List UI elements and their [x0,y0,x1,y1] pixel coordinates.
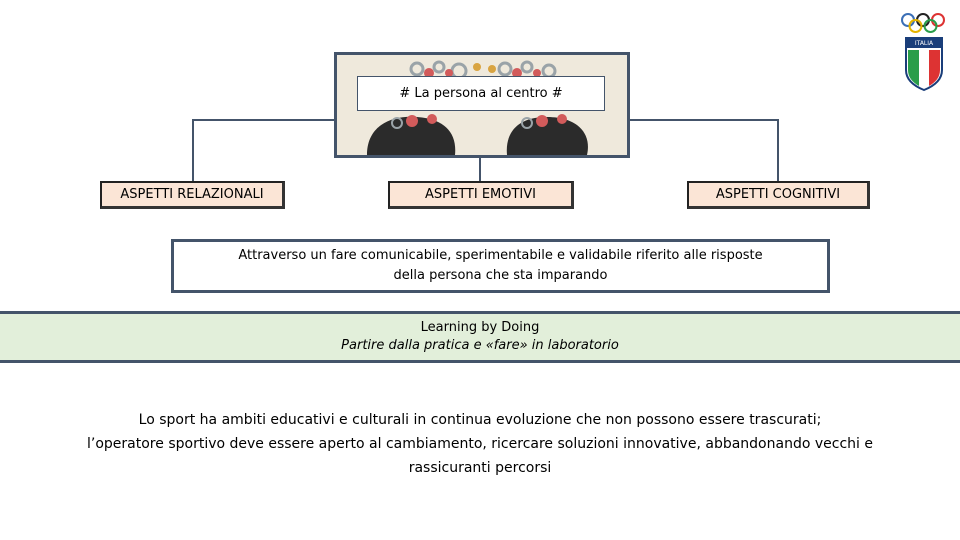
bottom-paragraph: Lo sport ha ambiti educativi e culturali… [40,408,920,480]
connector-center-vertical [479,155,481,181]
hero-title: # La persona al centro # [357,76,605,111]
connector-right-horizontal [627,119,779,121]
learning-by-doing-band: Learning by Doing Partire dalla pratica … [0,311,960,363]
band-title: Learning by Doing [421,319,540,337]
aspetti-emotivi-box: ASPETTI EMOTIVI [388,181,574,209]
attraverso-line-1: Attraverso un fare comunicabile, sperime… [238,246,762,266]
attraverso-line-2: della persona che sta imparando [238,266,762,286]
connector-left-vertical [192,119,194,181]
bottom-line-2: l’operatore sportivo deve essere aperto … [40,432,920,456]
connector-left-horizontal [192,119,334,121]
olympic-rings-icon [896,8,952,92]
coni-italia-logo: ITALIA [896,8,952,92]
logo-label: ITALIA [907,39,941,48]
aspetti-cognitivi-box: ASPETTI COGNITIVI [687,181,870,209]
aspetti-relazionali-box: ASPETTI RELAZIONALI [100,181,285,209]
bottom-line-3: rassicuranti percorsi [40,456,920,480]
bottom-line-1: Lo sport ha ambiti educativi e culturali… [40,408,920,432]
connector-right-vertical [777,119,779,181]
band-subtitle: Partire dalla pratica e «fare» in labora… [341,337,619,355]
attraverso-box: Attraverso un fare comunicabile, sperime… [171,239,830,293]
